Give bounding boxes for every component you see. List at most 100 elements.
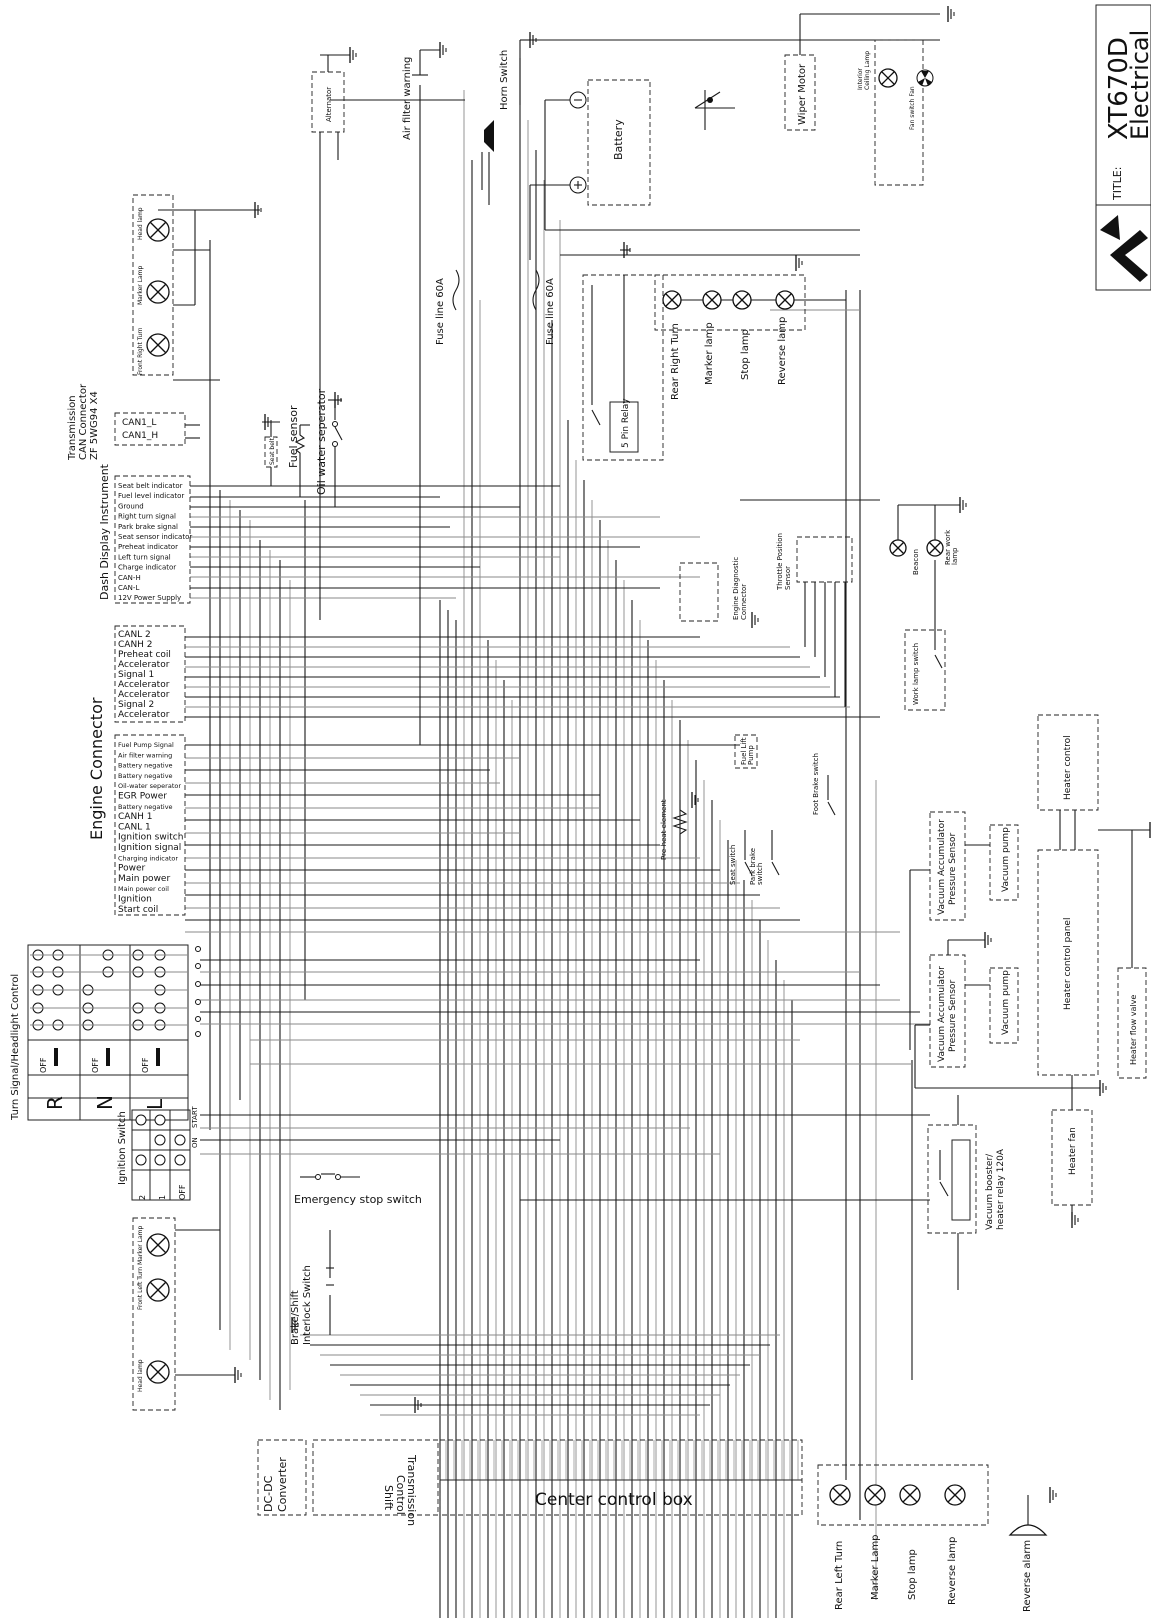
heater-panel-label: Heater control panel <box>1063 918 1073 1010</box>
engine-pin-label: Main power coil <box>118 885 169 893</box>
engine-pin-label: Battery negative <box>118 772 173 780</box>
dash-pin-label: 12V Power Supply <box>118 594 181 602</box>
throttle-position-sensor: Throttle Position Sensor <box>776 533 853 707</box>
rear-left-stop-label: Stop lamp <box>907 1549 918 1600</box>
rear-right-lamp-icon <box>775 290 795 310</box>
trans-can-line2: CAN Connector <box>78 383 89 460</box>
engine-pin-label: Ignition signal <box>118 843 181 853</box>
ground-icon <box>959 497 967 513</box>
off-label: OFF <box>39 1057 48 1073</box>
seat-belt-label: Seat belt <box>269 437 276 465</box>
ground-icon <box>439 42 447 58</box>
beacon-label: Beacon <box>912 549 920 575</box>
horn-switch-label: Horn Switch <box>499 50 510 110</box>
ign-col-on: ON <box>191 1137 199 1148</box>
engine-pin-label: Start coil <box>118 905 158 915</box>
ceiling-lamp-icon <box>878 68 898 88</box>
marker-lamp-icon <box>146 280 170 304</box>
vacuum-pump2-label: Vacuum pump <box>1001 970 1011 1035</box>
dash-pin-label: Preheat indicator <box>118 543 178 551</box>
vacuum-pump1-label: Vacuum pump <box>1001 827 1011 892</box>
can1-h-label: CAN1_H <box>122 431 158 441</box>
vacuum-acc1-label-1: Vacuum Accumulator <box>937 819 947 915</box>
engine-pin-label: Oil-water seperator <box>118 782 181 790</box>
park-brake-label-1: Park brake <box>749 848 757 885</box>
rear-right-marker-label: Marker lamp <box>704 322 715 385</box>
vacuum-acc2-label-2: Pressure Sensor <box>948 980 958 1052</box>
fuse-line-1: Fuse line 60A <box>435 269 460 345</box>
trans-shift-label-1: Transmission <box>405 1454 418 1526</box>
ignition-switch-label: Ignition Switch <box>117 1111 128 1185</box>
work-lamp-icon <box>926 539 944 557</box>
engine-pin-label: CANL 1 <box>118 822 151 832</box>
park-brake-switch: Park brake switch <box>749 830 780 885</box>
relay-label: 5 Pin Relay <box>621 398 631 448</box>
rear-left-lamp-icon <box>864 1484 886 1506</box>
alternator-label: Alternator <box>325 87 333 122</box>
rear-right-lamp-icon <box>662 290 682 310</box>
park-brake-label-2: switch <box>756 863 764 885</box>
off-label: OFF <box>141 1057 150 1073</box>
engine-connector-label: Engine Connector <box>87 697 106 840</box>
alternator: Alternator <box>311 54 350 620</box>
head-lamp-icon <box>146 218 170 242</box>
engine-pin-label: EGR Power <box>118 792 167 802</box>
ign-row-1: 1 <box>158 1195 167 1200</box>
switch-bar <box>156 1048 160 1066</box>
title-block: TITLE: XT670D Electrical <box>1095 4 1151 291</box>
engine-pin-label: CANH 2 <box>118 640 153 650</box>
engine-pin-label: Air filter warning <box>118 751 172 759</box>
emergency-stop-label: Emergency stop switch <box>294 1193 422 1206</box>
engine-pin-label: Battery negative <box>118 762 173 770</box>
engine-pin-label: Accelerator <box>118 660 170 670</box>
ignition-switch: Ignition Switch 2 1 OFF ON START <box>117 1106 199 1201</box>
company-logo <box>1100 215 1148 282</box>
dash-pin-label: CAN-L <box>118 584 139 592</box>
ign-col-start: START <box>191 1106 199 1128</box>
fr-turn-label: Front Right Turn <box>137 327 144 375</box>
dc-dc-converter: DC-DC Converter <box>257 1439 307 1516</box>
dash-pin-label: CAN-H <box>118 574 141 582</box>
ground-icon <box>234 1367 242 1383</box>
ign-row-off: OFF <box>178 1184 187 1200</box>
rear-left-turn-label: Rear Left Turn <box>834 1541 845 1610</box>
vacuum-accumulator-1: Vacuum Accumulator Pressure Sensor Vacuu… <box>909 811 1019 1050</box>
interior-lamp-label-2: Ceiling Lamp <box>864 51 871 90</box>
trans-shift-label-3: Shift <box>382 1485 395 1511</box>
fr-head-lamp-label: Head lamp <box>137 207 144 240</box>
heater-flow-valve: Heater flow valve <box>1117 830 1147 1079</box>
center-control-box: Center control box <box>439 1439 803 1516</box>
beacon-icon <box>889 539 907 557</box>
rear-left-lamps: Rear Left Turn Marker Lamp Stop lamp Rev… <box>817 1464 989 1610</box>
switch-contact <box>154 1154 166 1166</box>
engine-diagnostic-connector: Engine Diagnostic Connector <box>679 557 748 622</box>
engine-pin-label: Main power <box>118 874 170 884</box>
fl-turn-label: Front Left Turn <box>137 1267 144 1310</box>
fuse2-label: Fuse line 60A <box>545 278 556 345</box>
work-lamp-switch-label: Work lamp switch <box>912 643 920 705</box>
engine-pin-label: Charging indicator <box>118 854 178 862</box>
ground-icon <box>264 414 272 430</box>
seat-switch-label: Seat switch <box>729 845 737 885</box>
five-pin-relay: 5 Pin Relay <box>582 249 664 461</box>
dash-display-instrument: Dash Display Instrument Seat belt indica… <box>98 463 192 604</box>
fan-icon <box>916 69 934 87</box>
preheat-element: Pre-heat element <box>660 799 688 860</box>
vacuum-booster-relay: Vacuum booster/ heater relay 120A <box>927 1095 1006 1290</box>
air-filter-warning: Air filter warning <box>402 49 440 745</box>
fuse1-label: Fuse line 60A <box>435 278 446 345</box>
ground-icon <box>751 612 759 628</box>
fl-head-label: Head lamp <box>137 1359 144 1392</box>
ground-icon <box>1149 822 1151 838</box>
ground-icon <box>291 1317 299 1333</box>
ground-icon <box>795 255 803 271</box>
dcdc-label-1: DC-DC <box>262 1475 275 1512</box>
ground-icon <box>1049 1487 1057 1503</box>
interior-lamp-label-1: Interior <box>857 68 864 90</box>
switch-contact <box>174 1134 186 1146</box>
horn: Horn Switch <box>481 39 530 205</box>
ground-icon <box>947 6 955 22</box>
switch-bar <box>54 1048 58 1066</box>
